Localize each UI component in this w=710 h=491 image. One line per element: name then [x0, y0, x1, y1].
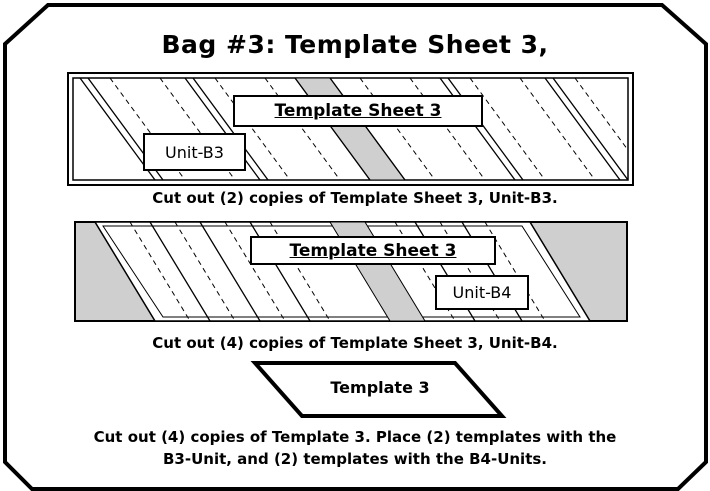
page-title: Bag #3: Template Sheet 3, — [161, 30, 549, 59]
template-3-label: Template 3 — [330, 378, 430, 397]
caption-b3: Cut out (2) copies of Template Sheet 3, … — [152, 189, 558, 207]
sheet-label-b3: Template Sheet 3 — [233, 95, 483, 127]
strip-unit-b3 — [67, 72, 634, 186]
unit-label-b3: Unit-B3 — [143, 133, 246, 171]
caption-template3-line1: Cut out (4) copies of Template 3. Place … — [93, 428, 617, 446]
unit-label-b4: Unit-B4 — [435, 275, 529, 310]
caption-b4: Cut out (4) copies of Template Sheet 3, … — [152, 334, 558, 352]
template-3-shape — [250, 361, 507, 418]
sheet-label-b4: Template Sheet 3 — [250, 236, 496, 265]
caption-template3-line2: B3-Unit, and (2) templates with the B4-U… — [163, 450, 547, 468]
